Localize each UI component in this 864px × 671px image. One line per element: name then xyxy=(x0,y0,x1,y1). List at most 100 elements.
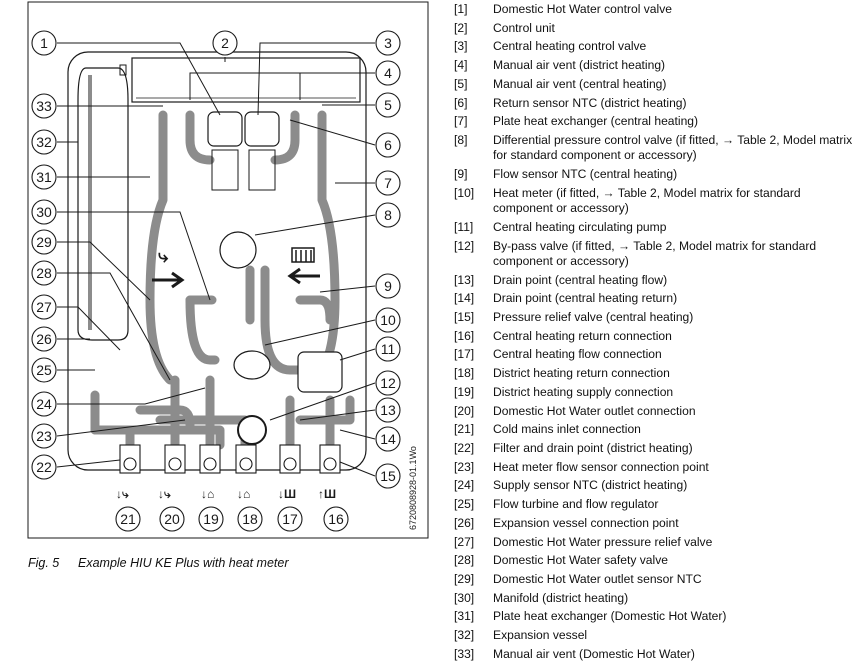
callout-32: 32 xyxy=(36,134,52,150)
legend-item-text: Manifold (district heating) xyxy=(493,590,629,605)
callout-26: 26 xyxy=(36,331,52,347)
caption-number: Fig. 5 xyxy=(28,556,60,570)
legend-item-text: Drain point (central heating flow) xyxy=(493,272,668,287)
legend-item-text: Expansion vessel xyxy=(493,628,588,643)
legend-item-number: [29] xyxy=(454,571,475,586)
legend-item-number: [14] xyxy=(454,291,475,306)
legend-item-number: [25] xyxy=(454,497,475,512)
svg-text:↑Ш: ↑Ш xyxy=(318,487,336,501)
legend-item: [32]Expansion vessel xyxy=(438,628,862,643)
legend-item-text: Central heating return connection xyxy=(493,328,672,343)
legend-item-number: [31] xyxy=(454,609,475,624)
callout-31: 31 xyxy=(36,169,52,185)
legend-item-text: Central heating flow connection xyxy=(493,347,662,362)
pipework xyxy=(90,110,355,450)
legend-item-number: [4] xyxy=(454,58,468,73)
legend-item-text: Expansion vessel connection point xyxy=(493,515,679,530)
legend-item-number: [6] xyxy=(454,95,468,110)
callout-2: 2 xyxy=(221,35,229,51)
legend-item-text: Manual air vent (Domestic Hot Water) xyxy=(493,646,695,661)
legend-item: [5]Manual air vent (central heating) xyxy=(438,77,862,92)
legend-item-text: Heat meter (if fitted, → Table 2, Model … xyxy=(493,185,801,216)
legend-item-number: [11] xyxy=(454,219,474,234)
legend-item-number: [1] xyxy=(454,2,468,16)
callout-13: 13 xyxy=(380,402,396,418)
legend-item-number: [16] xyxy=(454,328,475,343)
callout-7: 7 xyxy=(384,175,392,191)
legend-item-text: Drain point (central heating return) xyxy=(493,291,678,306)
legend-item-text: Domestic Hot Water outlet connection xyxy=(493,403,696,418)
legend-item: [21]Cold mains inlet connection xyxy=(438,422,862,437)
differential-pressure-valve xyxy=(219,231,257,269)
legend-item-number: [12] xyxy=(454,238,475,253)
legend-item: [33] Manual air vent (Domestic Hot Water) xyxy=(438,647,862,662)
svg-text:↓⤷: ↓⤷ xyxy=(158,487,172,501)
callout-11: 11 xyxy=(381,341,396,357)
legend-item-number: [30] xyxy=(454,590,475,605)
legend-item: [13] Drain point (central heating flow) xyxy=(438,273,862,288)
legend-item: [8]Differential pressure control valve (… xyxy=(438,133,862,164)
legend-item-number: [18] xyxy=(454,366,475,381)
image-code: 6720808928-01.1Wo xyxy=(408,446,418,530)
callout-33: 33 xyxy=(36,98,52,114)
legend-item-text: Domestic Hot Water pressure relief valve xyxy=(493,534,713,549)
callout-3: 3 xyxy=(384,35,392,51)
legend-item: [9] Flow sensor NTC (central heating) xyxy=(438,167,862,182)
legend-item-number: [3] xyxy=(454,39,468,54)
legend-item-text: Cold mains inlet connection xyxy=(493,422,641,437)
heat-meter xyxy=(233,350,271,380)
callout-6: 6 xyxy=(384,137,392,153)
circulating-pump xyxy=(297,351,343,393)
legend-item-text: District heating return connection xyxy=(493,366,670,381)
legend-item-text: Return sensor NTC (district heating) xyxy=(493,95,687,110)
dhw-control-valve xyxy=(207,111,243,147)
svg-text:⤷: ⤷ xyxy=(158,246,169,266)
legend-item-text: Domestic Hot Water control valve xyxy=(493,2,672,16)
legend-item: [19]District heating supply connection xyxy=(438,385,862,400)
legend-item: [26]Expansion vessel connection point xyxy=(438,516,862,531)
legend-item: [18] District heating return connection xyxy=(438,366,862,381)
legend-item-text: District heating supply connection xyxy=(493,384,674,399)
legend-item: [6] Return sensor NTC (district heating) xyxy=(438,96,862,111)
callout-1: 1 xyxy=(40,35,48,51)
hiu-diagram: ⤷ ↓⤷ ↓⤷ ↓⌂ ↓⌂ ↓Ш ↑Ш xyxy=(27,1,429,539)
legend-item-number: [22] xyxy=(454,440,475,455)
legend-item: [12]By-pass valve (if fitted, → Table 2,… xyxy=(438,239,862,270)
callout-22: 22 xyxy=(36,459,52,475)
callout-23: 23 xyxy=(36,428,52,444)
svg-text:↓⌂: ↓⌂ xyxy=(237,487,250,501)
callout-18: 18 xyxy=(242,511,258,527)
callout-8: 8 xyxy=(384,207,392,223)
callout-15: 15 xyxy=(380,468,396,484)
legend-item: [7]Plate heat exchanger (central heating… xyxy=(438,114,862,129)
legend-item-text: Differential pressure control valve (if … xyxy=(493,132,853,163)
caption-text: Example HIU KE Plus with heat meter xyxy=(78,556,289,570)
legend-item-number: [15] xyxy=(454,310,475,325)
callout-5: 5 xyxy=(384,97,392,113)
legend-item-number: [17] xyxy=(454,347,475,362)
legend-item-number: [33] xyxy=(454,646,475,661)
legend-item-number: [27] xyxy=(454,534,475,549)
legend-item: [29] Domestic Hot Water outlet sensor NTC xyxy=(438,572,862,587)
callout-21: 21 xyxy=(120,511,136,527)
legend-item: [27] Domestic Hot Water pressure relief v… xyxy=(438,535,862,550)
legend-item-number: [9] xyxy=(454,167,468,182)
legend-item: [14] Drain point (central heating return) xyxy=(438,291,862,306)
legend-item-text: Supply sensor NTC (district heating) xyxy=(493,478,688,493)
svg-text:↓⤷: ↓⤷ xyxy=(116,487,130,501)
legend-item-text: Domestic Hot Water outlet sensor NTC xyxy=(493,571,702,586)
control-unit xyxy=(131,57,361,103)
legend-item: [28]Domestic Hot Water safety valve xyxy=(438,553,862,568)
legend-item-text: Manual air vent (district heating) xyxy=(493,58,666,73)
callout-14: 14 xyxy=(380,431,396,447)
legend-item: [4] Manual air vent (district heating) xyxy=(438,58,862,73)
legend-item-text: Central heating circulating pump xyxy=(493,219,667,234)
legend-item-text: Flow sensor NTC (central heating) xyxy=(493,167,678,182)
legend-item-number: [20] xyxy=(454,403,475,418)
legend-item: [25]Flow turbine and flow regulator xyxy=(438,497,862,512)
callout-12: 12 xyxy=(380,375,396,391)
callout-19: 19 xyxy=(203,511,219,527)
callout-27: 27 xyxy=(36,299,52,315)
legend-item-text: Control unit xyxy=(493,20,555,35)
legend-item-number: [13] xyxy=(454,272,475,287)
